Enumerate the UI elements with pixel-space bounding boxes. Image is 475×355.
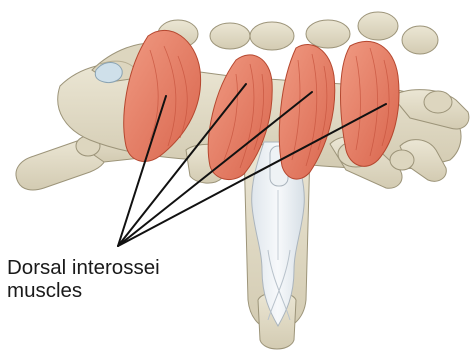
muscle-label-line1: Dorsal interossei <box>7 256 160 279</box>
muscle-label-line2: muscles <box>7 279 160 302</box>
muscle-label: Dorsal interossei muscles <box>7 256 160 302</box>
